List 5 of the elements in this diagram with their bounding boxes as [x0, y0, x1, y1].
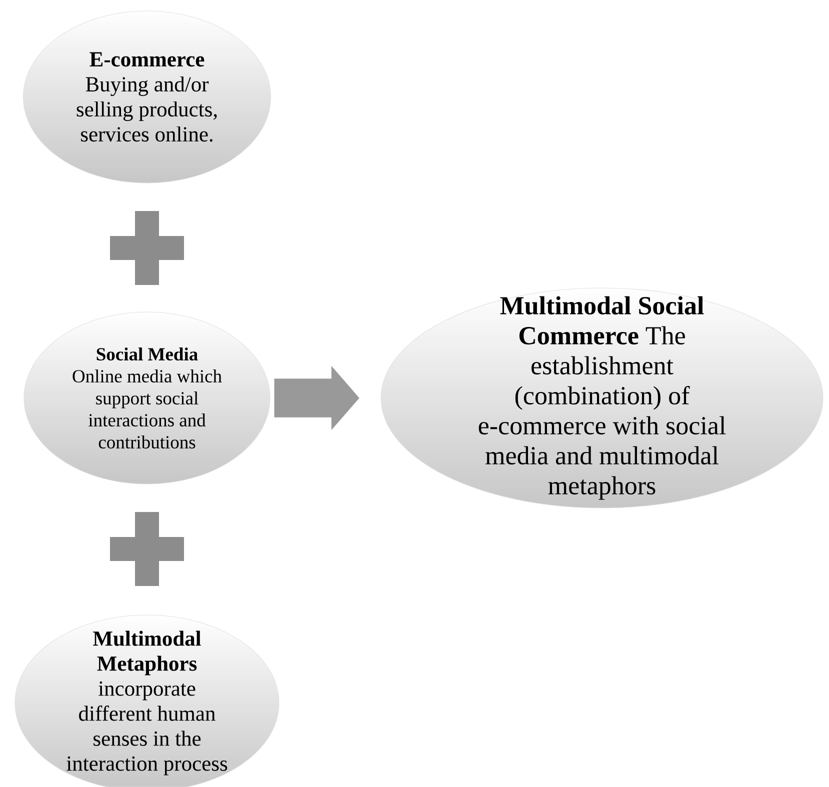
plus-sign	[110, 211, 184, 285]
ellipse-node: Social Media Online media which support social interactions and contributions	[24, 312, 270, 484]
plus-sign	[110, 512, 184, 586]
ellipse-node: Multimodal Social Commerce The establishment (combination) of e-commerce with social media and multimodal metaphors	[380, 288, 824, 508]
ellipse-node: E-commerce Buying and/or selling products, services online.	[23, 10, 272, 184]
